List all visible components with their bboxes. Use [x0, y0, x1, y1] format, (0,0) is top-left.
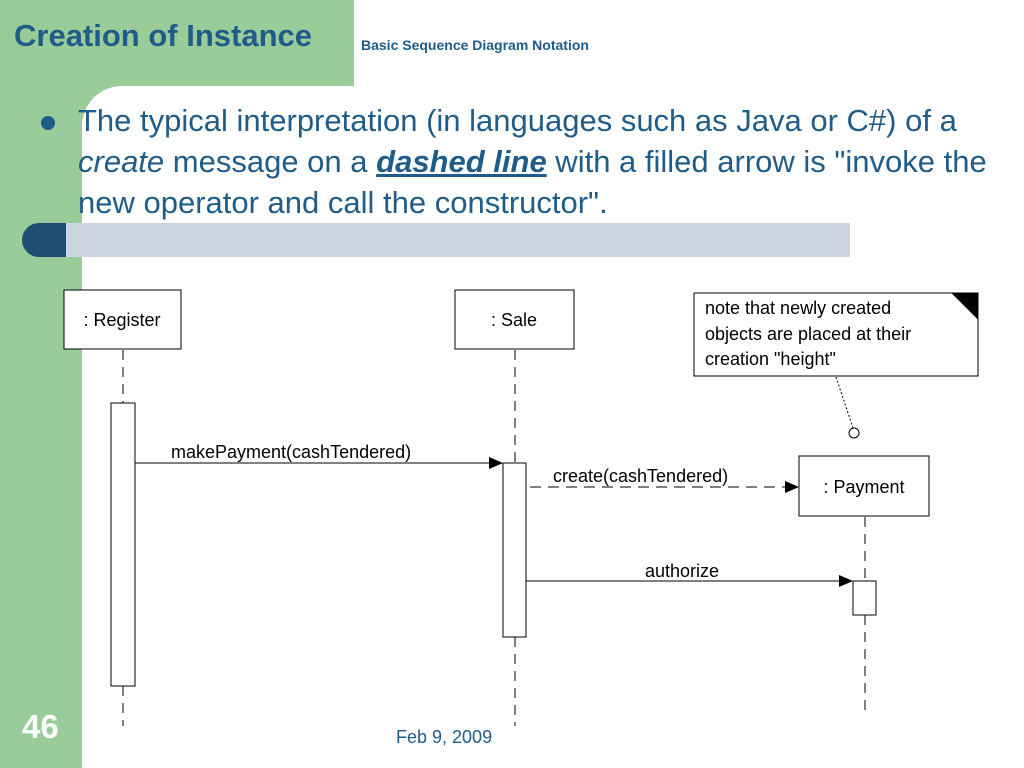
note-box	[693, 292, 979, 377]
register-activation-bar	[110, 402, 136, 687]
bullet-text-part2: message on a	[164, 144, 377, 179]
payment-lifeline-head	[798, 455, 930, 517]
note-line-2: objects are placed at their	[705, 324, 911, 344]
sale-lifeline-head	[454, 289, 575, 350]
sale-activation-bar	[502, 462, 527, 638]
slide-title: Creation of Instance	[14, 18, 312, 53]
create-keyword: create	[78, 144, 165, 179]
sale-lifeline-label: : Sale	[491, 310, 537, 330]
payment-activation-bar	[852, 580, 877, 616]
bullet-text-part1: The typical interpretation (in languages…	[78, 103, 957, 138]
title-background	[0, 0, 354, 86]
note-anchor-circle-icon	[848, 427, 860, 439]
slide-subtitle: Basic Sequence Diagram Notation	[361, 37, 589, 53]
note-line-1: note that newly created	[705, 298, 891, 318]
bullet-dot-icon	[41, 116, 55, 130]
make-payment-label: makePayment(cashTendered)	[171, 442, 411, 462]
bullet-paragraph: The typical interpretation (in languages…	[78, 100, 998, 223]
left-green-bar	[0, 0, 82, 768]
authorize-label: authorize	[645, 561, 719, 581]
register-lifeline-head	[63, 289, 182, 350]
divider-stripe-cap	[22, 223, 66, 257]
divider-stripe	[22, 223, 850, 257]
slide-number: 46	[22, 708, 59, 745]
note-line-3: creation "height"	[705, 349, 836, 369]
create-label: create(cashTendered)	[553, 466, 728, 486]
register-lifeline-label: : Register	[83, 310, 160, 330]
note-connector	[835, 376, 854, 429]
payment-lifeline-label: : Payment	[823, 477, 904, 497]
title-corner-curve	[82, 86, 122, 126]
footer-date: Feb 9, 2009	[396, 727, 493, 747]
dashed-line-phrase: dashed line	[376, 144, 547, 179]
bullet-text-part3: with a filled arrow is "invoke the new o…	[78, 144, 987, 220]
